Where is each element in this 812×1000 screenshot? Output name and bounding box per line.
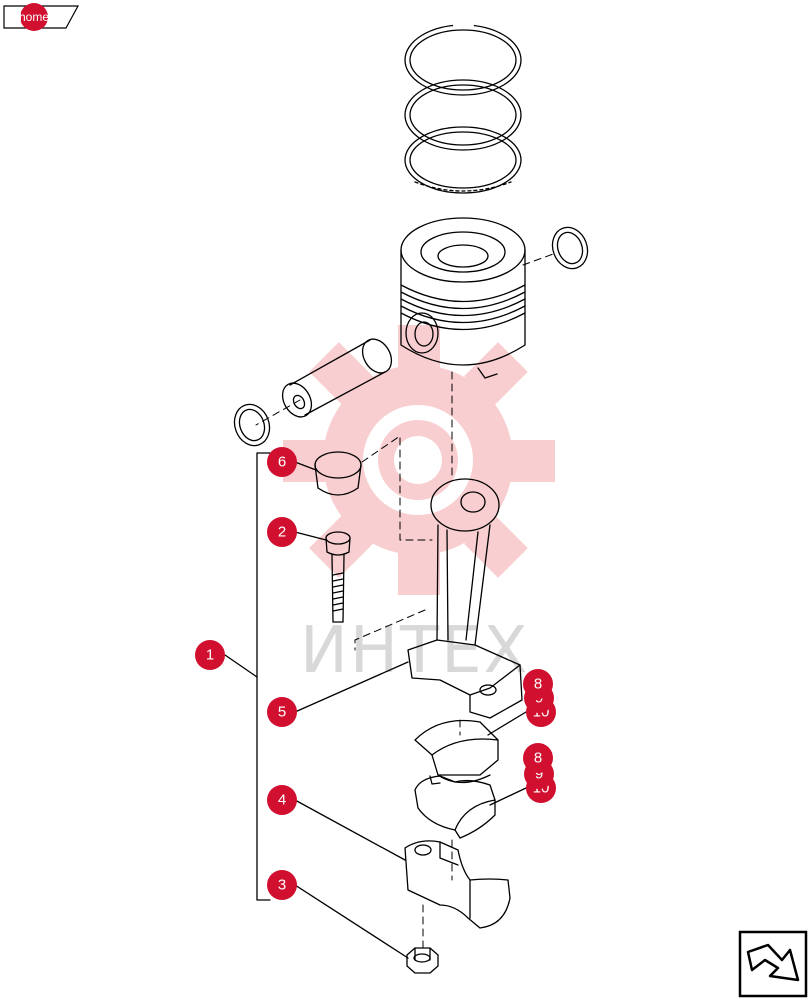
svg-text:1: 1	[206, 647, 214, 664]
connecting-rod-cap	[404, 840, 511, 929]
callout-4[interactable]: 4	[267, 785, 297, 815]
piston-pin	[281, 338, 393, 418]
callout-5[interactable]: 5	[267, 697, 297, 727]
svg-text:6: 6	[278, 454, 286, 471]
piston	[400, 217, 526, 379]
callout-3[interactable]: 3	[267, 870, 297, 900]
exploded-view-drawing	[224, 23, 589, 974]
svg-text:8: 8	[534, 676, 542, 693]
callout-8-lower[interactable]: 8	[523, 743, 553, 773]
connecting-rod-bolt	[325, 531, 351, 623]
bearing-shell-upper	[414, 719, 499, 784]
home-button[interactable]: home	[3, 3, 80, 31]
callout-8-upper[interactable]: 8	[523, 669, 553, 699]
svg-text:5: 5	[278, 704, 286, 721]
home-label: home	[19, 10, 49, 24]
callout-6[interactable]: 6	[267, 447, 297, 477]
assembly-center-lines	[255, 252, 557, 951]
connecting-rod	[407, 478, 523, 719]
callout-2[interactable]: 2	[267, 517, 297, 547]
svg-text:3: 3	[278, 877, 286, 894]
piston-ring-top	[404, 23, 522, 96]
svg-text:9: 9	[535, 766, 543, 783]
svg-text:8: 8	[534, 750, 542, 767]
circlip-right	[551, 226, 589, 270]
svg-text:2: 2	[278, 524, 286, 541]
bearing-shell-lower	[414, 775, 496, 839]
next-page-arrow-icon[interactable]	[738, 930, 808, 998]
watermark-text: ИНТЕХ	[300, 614, 529, 688]
svg-text:4: 4	[278, 792, 286, 809]
piston-ring-middle	[404, 79, 522, 151]
circlip-left	[233, 403, 271, 447]
callout-1[interactable]: 1	[195, 640, 225, 670]
rod-nut	[406, 947, 439, 974]
piston-ring-oil	[404, 126, 522, 194]
kit-bracket	[224, 452, 271, 901]
watermark-logo	[283, 325, 555, 595]
small-end-bushing	[314, 451, 362, 496]
leader-lines	[294, 461, 527, 959]
